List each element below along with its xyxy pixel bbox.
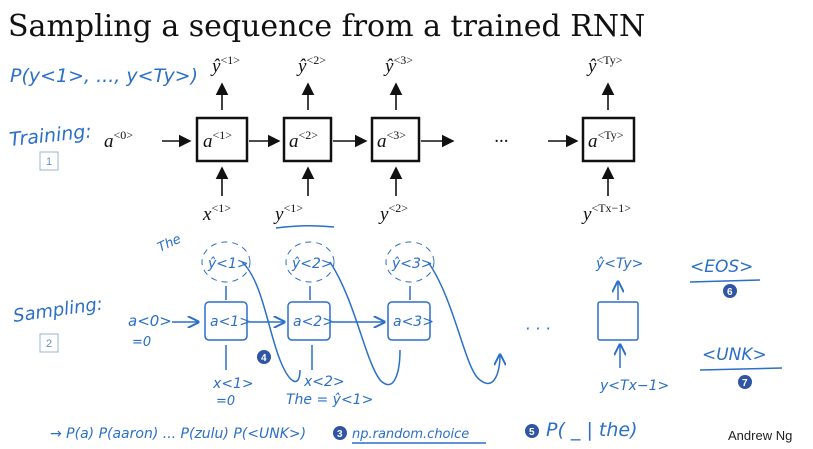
sampling-yhat-1: ŷ<1> (207, 256, 249, 272)
sampling-dots: · · · (525, 319, 550, 338)
svg-text:3: 3 (337, 429, 343, 440)
svg-text:a<3>: a<3> (377, 128, 406, 152)
sampling-yhat-Ty: ŷ<Ty> (595, 256, 643, 272)
svg-text:y<2>: y<2> (378, 201, 408, 225)
author-credit: Andrew Ng (728, 428, 792, 443)
eos-token: <EOS> (690, 257, 753, 277)
badge-5: 5 (525, 424, 539, 438)
rnn-cell-2: a<2> ŷ<2> y<1> (273, 53, 333, 225)
sampling-x2: x<2> (303, 374, 345, 390)
badge-7: 7 (738, 375, 752, 389)
a0-label: a<0> (104, 128, 133, 152)
ellipsis: ··· (494, 131, 508, 152)
feedback-curve-2 (329, 261, 401, 386)
yhat-2-circle (285, 241, 335, 283)
svg-text:4: 4 (261, 353, 267, 364)
sampling-cell-Ty (597, 301, 639, 341)
step-2-box (39, 333, 59, 353)
sampling-x1-eq: =0 (216, 394, 235, 409)
svg-text:a<2>: a<2> (289, 128, 318, 152)
sampling-a0: a<0> (128, 312, 172, 330)
svg-text:ŷ<1>: ŷ<1> (210, 53, 240, 77)
yhat-3-circle (385, 241, 435, 283)
unk-token: <UNK> (702, 345, 767, 365)
sampling-yhat-2: ŷ<2> (291, 256, 333, 272)
svg-text:6: 6 (727, 287, 733, 298)
badge-3: 3 (333, 426, 347, 440)
svg-text:a<Ty>: a<Ty> (588, 128, 624, 152)
step-1-number: 1 (46, 156, 52, 168)
feedback-curve-3 (427, 261, 500, 385)
sampling-yhat-3: ŷ<3> (391, 256, 433, 272)
feedback-curve-1 (241, 261, 301, 383)
rnn-cell-Ty: a<Ty> ŷ<Ty> y<Tx−1> (581, 53, 636, 225)
sampling-cell-3-label: a<3> (393, 314, 434, 330)
sampling-cell-1 (204, 301, 248, 341)
word-the: The (155, 232, 183, 256)
rnn-cell-3: a<3> ŷ<3> y<2> (370, 53, 421, 225)
underline-y1 (275, 224, 335, 229)
step-1-box (39, 151, 59, 171)
svg-text:7: 7 (742, 378, 748, 389)
svg-text:5: 5 (529, 427, 535, 438)
svg-text:y<Tx−1>: y<Tx−1> (581, 201, 631, 225)
svg-text:ŷ<Ty>: ŷ<Ty> (586, 53, 623, 77)
training-label: Training: (8, 120, 93, 151)
rnn-cell-1: a<1> ŷ<1> x<1> (195, 53, 249, 225)
the-equals-yhat1: The = ŷ<1> (286, 392, 373, 408)
svg-text:a<1>: a<1> (203, 128, 232, 152)
sampling-cell-3 (387, 301, 431, 341)
badge-6: 6 (723, 284, 737, 298)
sampling-cell-1-label: a<1> (210, 314, 251, 330)
badge-4: 4 (257, 350, 271, 364)
sampling-cell-2 (287, 301, 331, 341)
svg-text:y<1>: y<1> (273, 201, 303, 225)
joint-probability-note: P(y<1>, ..., y<Ty>) (10, 65, 198, 87)
softmax-distribution-note: → P(a) P(aaron) ... P(zulu) P(<UNK>) (50, 426, 306, 442)
sampling-last-input: y<Tx−1> (599, 378, 669, 394)
svg-text:x<1>: x<1> (202, 201, 231, 225)
svg-text:ŷ<3>: ŷ<3> (383, 53, 413, 77)
sampling-x1: x<1> (212, 376, 254, 392)
slide-title: Sampling a sequence from a trained RNN (8, 9, 645, 44)
sampling-label: Sampling: (12, 294, 104, 327)
step-2-number: 2 (46, 338, 52, 350)
yhat-1-circle (201, 241, 251, 283)
sampling-cell-2-label: a<2> (293, 314, 334, 330)
conditional-prob-note: P( _ | the) (546, 419, 637, 441)
sampling-a0-eq: =0 (132, 335, 151, 350)
np-random-choice-note: np.random.choice (352, 427, 469, 442)
svg-text:ŷ<2>: ŷ<2> (296, 53, 326, 77)
